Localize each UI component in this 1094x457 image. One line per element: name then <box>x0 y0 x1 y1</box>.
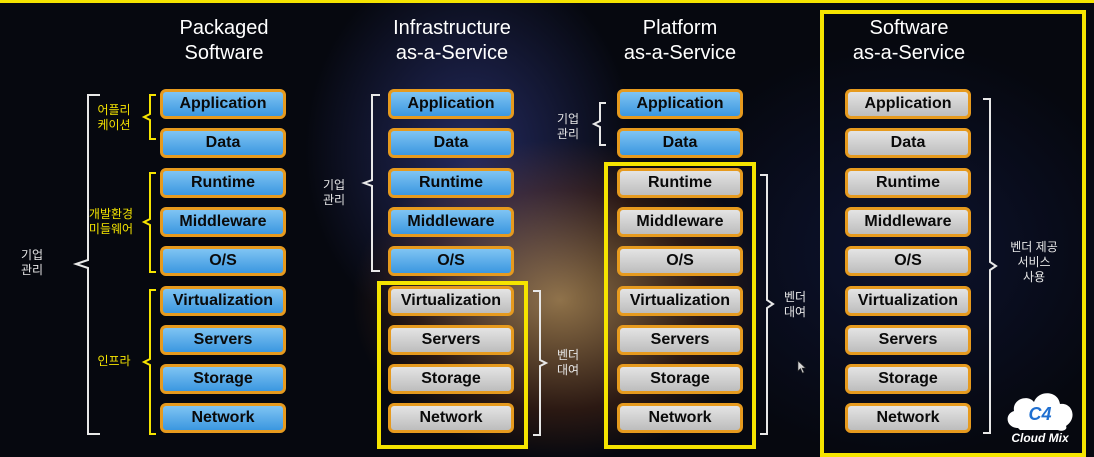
layer-runtime-box: Runtime <box>617 168 743 198</box>
brace-packaged-devenv <box>141 172 156 273</box>
layer-application-box: Application <box>388 89 514 119</box>
layer-middleware-box: Middleware <box>617 207 743 237</box>
top-border-line <box>0 0 1094 3</box>
column-title-packaged-software: Packaged Software <box>179 17 269 64</box>
cloud-mix-logo-icon: C4 <box>1007 393 1073 431</box>
brace-packaged-infra <box>141 289 156 435</box>
column-title-saas: Software as-a-Service <box>852 17 966 64</box>
label-paas-enterprise: 기업 관리 <box>556 112 580 141</box>
layer-application-box: Application <box>845 89 971 119</box>
label-iaas-vendor: 벤더 대여 <box>556 348 580 377</box>
layer-application-box: Application <box>160 89 286 119</box>
layer-middleware-box: Middleware <box>160 207 286 237</box>
brace-saas-vendor <box>983 98 998 434</box>
layer-runtime-box: Runtime <box>160 168 286 198</box>
layer-storage-box: Storage <box>388 364 514 394</box>
layer-o-s-box: O/S <box>160 246 286 276</box>
layer-network-box: Network <box>617 403 743 433</box>
label-packaged-application: 어플리 케이션 <box>97 103 131 132</box>
saas-vendor-highlight <box>820 10 1086 457</box>
iaas-vendor-highlight <box>377 281 528 449</box>
label-saas-vendor: 벤더 제공 서비스 사용 <box>1010 240 1058 284</box>
layer-virtualization-box: Virtualization <box>388 286 514 316</box>
brace-packaged-application <box>141 94 156 140</box>
mouse-cursor-icon <box>797 360 807 374</box>
layer-data-box: Data <box>160 128 286 158</box>
label-packaged-devenv: 개발환경 미들웨어 <box>88 207 134 236</box>
layer-application-box: Application <box>617 89 743 119</box>
brace-paas-vendor <box>760 174 775 435</box>
layer-storage-box: Storage <box>845 364 971 394</box>
layer-servers-box: Servers <box>160 325 286 355</box>
label-iaas-enterprise: 기업 관리 <box>322 178 346 207</box>
layer-virtualization-box: Virtualization <box>160 286 286 316</box>
layer-runtime-box: Runtime <box>845 168 971 198</box>
layer-storage-box: Storage <box>617 364 743 394</box>
layer-virtualization-box: Virtualization <box>617 286 743 316</box>
layer-virtualization-box: Virtualization <box>845 286 971 316</box>
brace-packaged-enterprise <box>72 94 100 435</box>
layer-data-box: Data <box>388 128 514 158</box>
label-paas-vendor: 벤더 대여 <box>783 290 807 319</box>
layer-runtime-box: Runtime <box>388 168 514 198</box>
brace-iaas-enterprise <box>361 94 380 272</box>
logo-mark: C4 <box>1028 404 1051 424</box>
layer-storage-box: Storage <box>160 364 286 394</box>
logo-text: Cloud Mix <box>1011 431 1069 445</box>
layer-network-box: Network <box>388 403 514 433</box>
column-title-iaas: Infrastructure as-a-Service <box>393 17 511 64</box>
layer-o-s-box: O/S <box>845 246 971 276</box>
brace-iaas-vendor <box>533 290 549 436</box>
label-packaged-enterprise: 기업 관리 <box>20 248 44 277</box>
layer-network-box: Network <box>845 403 971 433</box>
label-packaged-infra: 인프라 <box>97 354 131 368</box>
layer-o-s-box: O/S <box>388 246 514 276</box>
layer-servers-box: Servers <box>388 325 514 355</box>
layer-data-box: Data <box>845 128 971 158</box>
layer-servers-box: Servers <box>845 325 971 355</box>
column-title-paas: Platform as-a-Service <box>623 17 737 64</box>
layer-data-box: Data <box>617 128 743 158</box>
layer-o-s-box: O/S <box>617 246 743 276</box>
layer-network-box: Network <box>160 403 286 433</box>
layer-middleware-box: Middleware <box>845 207 971 237</box>
layer-middleware-box: Middleware <box>388 207 514 237</box>
paas-vendor-highlight <box>604 162 756 449</box>
layer-servers-box: Servers <box>617 325 743 355</box>
brace-paas-enterprise <box>591 102 606 146</box>
